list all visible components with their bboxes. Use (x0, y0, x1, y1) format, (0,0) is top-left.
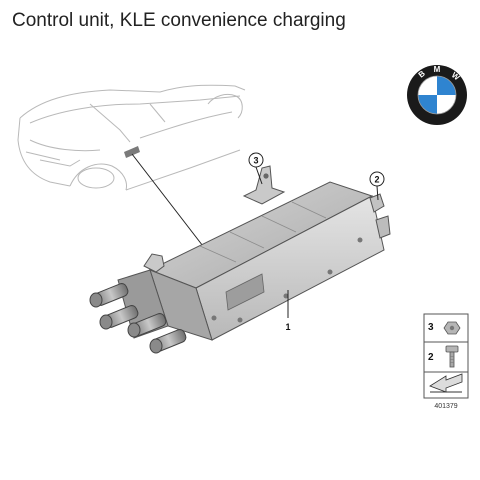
legend-box: 3 2 (423, 313, 469, 399)
bolt-icon (445, 345, 459, 368)
page-title: Control unit, KLE convenience charging (12, 10, 346, 31)
hex-nut-icon (443, 321, 461, 335)
callout-2: 2 (369, 171, 385, 187)
unit-location-marker (124, 146, 207, 251)
svg-text:M: M (434, 65, 441, 74)
legend-number-3: 3 (428, 322, 434, 333)
svg-text:3: 3 (253, 156, 258, 166)
diagram-id: 401379 (434, 403, 457, 410)
bmw-logo-icon: B M W (407, 65, 467, 125)
svg-text:1: 1 (285, 322, 290, 332)
callout-3: 3 (248, 152, 264, 168)
svg-text:2: 2 (374, 175, 379, 185)
callout-leaders (255, 166, 379, 318)
connector-plugs (89, 283, 187, 354)
svg-text:B: B (417, 69, 427, 80)
legend-number-2: 2 (428, 352, 434, 363)
control-unit-illustration (89, 165, 391, 354)
direction-arrow-icon (429, 373, 463, 393)
svg-text:W: W (450, 70, 462, 82)
callout-1: 1 (285, 322, 290, 332)
car-outline-sketch (17, 84, 246, 191)
